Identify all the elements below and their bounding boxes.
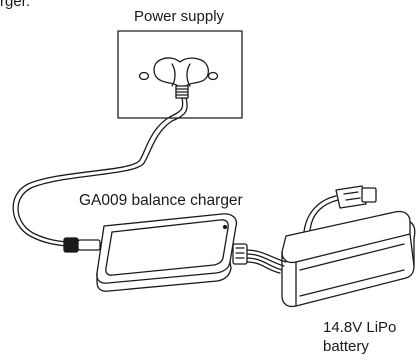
battery-label-line1: 14.8V LiPo bbox=[323, 319, 397, 336]
lipo-battery bbox=[281, 210, 416, 308]
power-supply-label: Power supply bbox=[134, 8, 225, 25]
power-cable bbox=[12, 97, 188, 247]
balance-charger bbox=[96, 213, 238, 292]
charger-led bbox=[222, 224, 228, 230]
outlet-screw-left bbox=[138, 71, 150, 81]
dc-connector bbox=[63, 237, 101, 253]
balance-lead bbox=[232, 243, 287, 274]
caption-fragment: rger. bbox=[0, 0, 31, 10]
power-plug bbox=[153, 57, 210, 99]
battery-label-line2: battery bbox=[323, 338, 369, 355]
battery-main-lead bbox=[303, 185, 377, 233]
outlet-screw-right bbox=[207, 71, 219, 81]
charger-label: GA009 balance charger bbox=[79, 192, 243, 209]
